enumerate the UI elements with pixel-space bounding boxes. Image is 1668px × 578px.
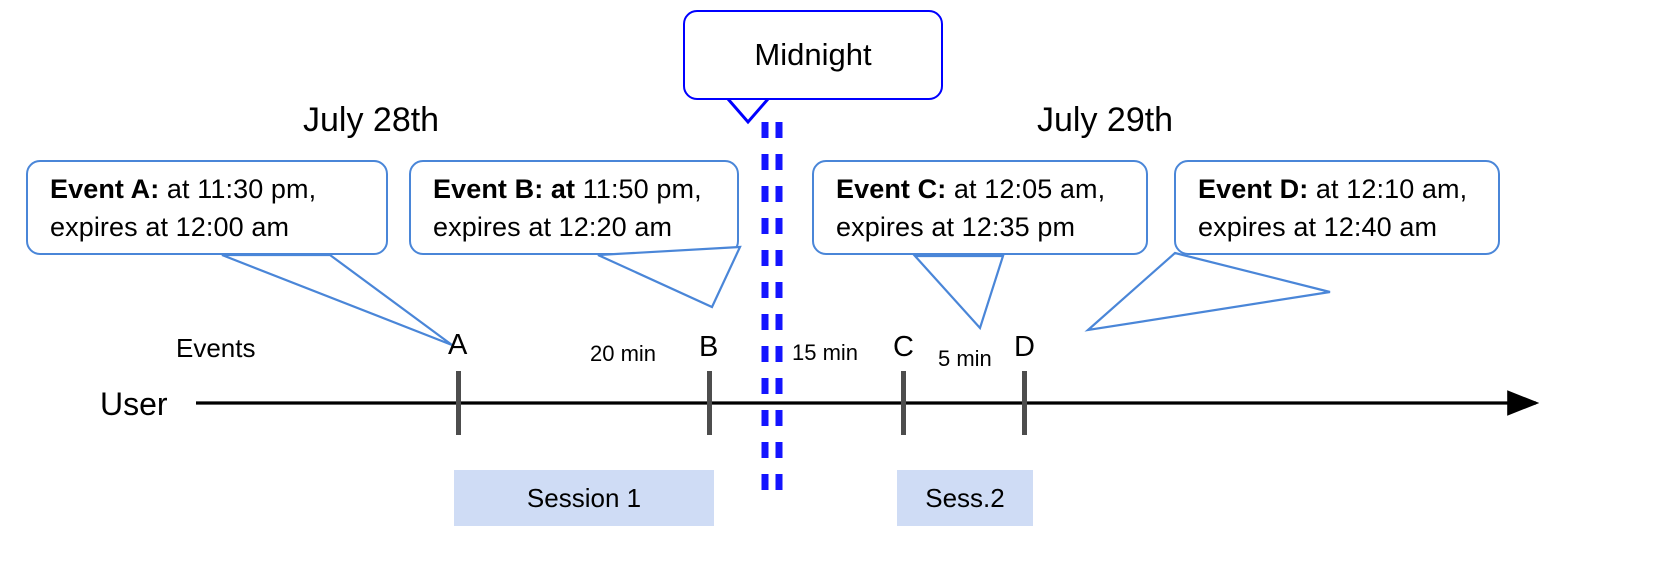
session-band-1: Session 1 [454, 470, 714, 526]
axis-row-label-user: User [100, 386, 168, 422]
callout-event-c-line2: expires at 12:35 pm [836, 212, 1076, 242]
session-band-2: Sess.2 [897, 470, 1033, 526]
events-row-label: Events [176, 333, 256, 363]
callout-event-c-line1: Event C: at 12:05 am, [836, 170, 1146, 208]
tick-mark-a [456, 371, 461, 435]
session-band-2-label: Sess.2 [925, 482, 1005, 513]
callout-event-b-tail [597, 245, 742, 309]
tick-mark-d [1022, 371, 1027, 435]
gap-label-15-min: 15 min [792, 340, 859, 365]
callout-event-c-tail [912, 254, 1005, 331]
callout-event-a: Event A: at 11:30 pm, expires at 12:00 a… [26, 160, 388, 255]
callout-event-b-line1: Event B: at 11:50 pm, [433, 170, 737, 208]
callout-event-a-line1: Event A: at 11:30 pm, [50, 170, 386, 208]
tick-label-b: B [699, 331, 719, 363]
callout-event-b-bold: Event B: at [433, 174, 576, 204]
callout-event-a-bold: Event A: [50, 174, 160, 204]
callout-event-c-bold: Event C: [836, 174, 947, 204]
callout-event-a-line2: expires at 12:00 am [50, 212, 290, 242]
callout-event-b-line2: expires at 12:20 am [433, 212, 673, 242]
callout-event-d-rest: at 12:10 am, [1308, 174, 1468, 204]
callout-event-b: Event B: at 11:50 pm, expires at 12:20 a… [409, 160, 739, 255]
session-band-1-label: Session 1 [526, 482, 642, 513]
callout-event-d-line1: Event D: at 12:10 am, [1198, 170, 1498, 208]
tick-mark-c [901, 371, 906, 435]
midnight-label: Midnight [754, 37, 872, 72]
day-label-july-28: July 28th [303, 101, 440, 139]
callout-event-c-rest: at 12:05 am, [946, 174, 1106, 204]
callout-event-b-rest: 11:50 pm, [575, 174, 702, 204]
gap-label-20-min: 20 min [590, 341, 657, 366]
tick-label-a: A [448, 329, 468, 361]
midnight-callout-tail [726, 98, 770, 125]
callout-event-a-rest: at 11:30 pm, [159, 174, 317, 204]
callout-event-d: Event D: at 12:10 am, expires at 12:40 a… [1174, 160, 1500, 255]
day-label-july-29: July 29th [1037, 101, 1174, 139]
callout-event-a-tail [221, 253, 453, 347]
callout-event-d-bold: Event D: [1198, 174, 1309, 204]
tick-mark-b [707, 371, 712, 435]
callout-event-d-line2: expires at 12:40 am [1198, 212, 1438, 242]
callout-event-d-tail [1084, 251, 1331, 332]
midnight-callout: Midnight [683, 10, 943, 100]
tick-label-c: C [893, 331, 914, 363]
tick-label-d: D [1014, 331, 1035, 363]
gap-label-5-min: 5 min [938, 346, 992, 371]
callout-event-c: Event C: at 12:05 am, expires at 12:35 p… [812, 160, 1148, 255]
